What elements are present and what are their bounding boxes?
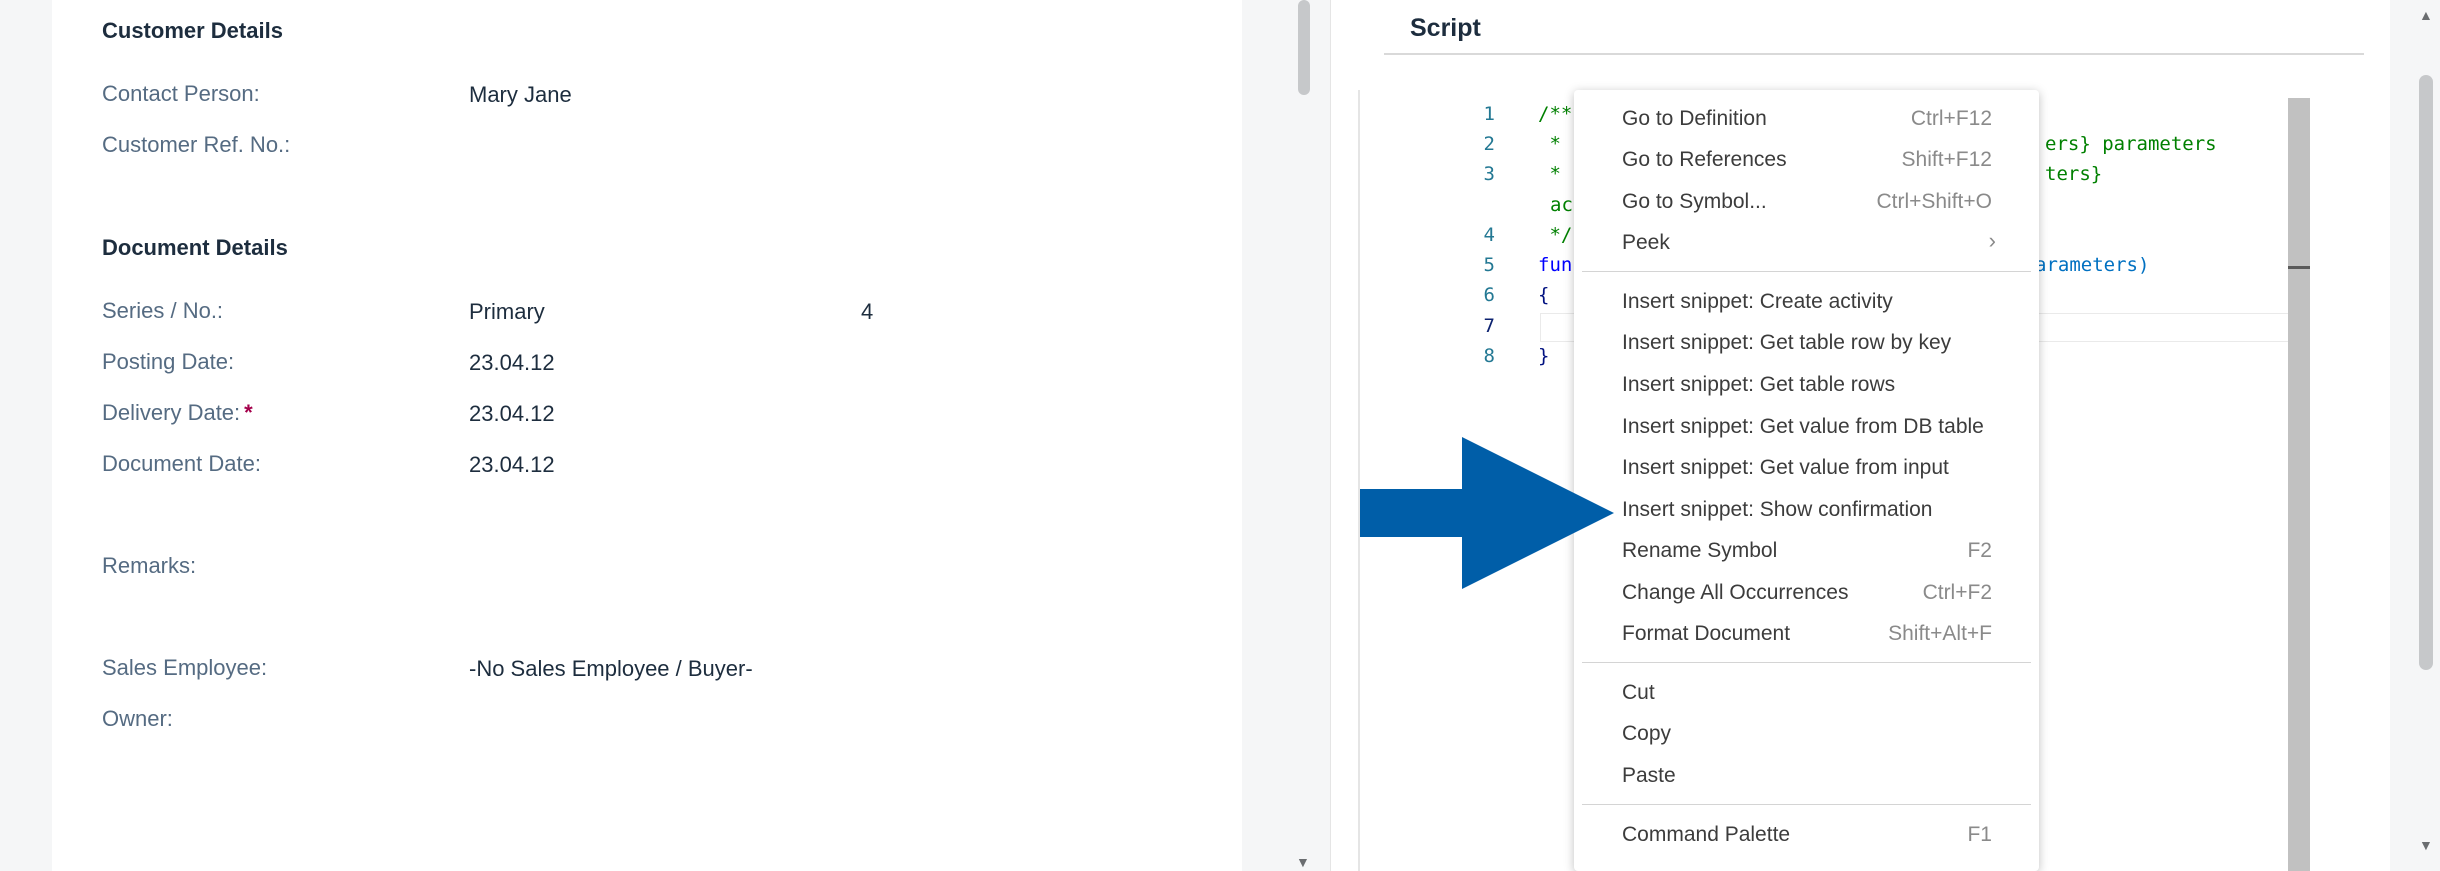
document-date-label: Document Date: xyxy=(102,451,261,476)
menu-item-label: Format Document xyxy=(1622,622,1791,645)
menu-item-snippet-show-confirmation[interactable]: Insert snippet: Show confirmation xyxy=(1622,491,1992,529)
script-title-divider xyxy=(1384,53,2364,55)
menu-item-snippet-get-value-from-input[interactable]: Insert snippet: Get value from input xyxy=(1622,449,1992,487)
menu-item-label: Cut xyxy=(1622,681,1655,704)
script-title: Script xyxy=(1410,14,1481,42)
code-line-3-start[interactable]: * xyxy=(1538,163,1561,185)
document-details-title: Document Details xyxy=(102,235,288,260)
menu-separator xyxy=(1582,804,2031,805)
menu-item-label: Peek xyxy=(1622,231,1670,254)
code-line-2-end[interactable]: ers} parameters xyxy=(2045,133,2217,155)
code-line-5-end[interactable]: arameters) xyxy=(2035,254,2150,276)
document-number-field[interactable]: 4 xyxy=(861,299,874,324)
delivery-date-field[interactable]: 23.04.12 xyxy=(469,401,555,426)
document-date-field[interactable]: 23.04.12 xyxy=(469,452,555,477)
line-number: 6 xyxy=(1483,284,1495,306)
scroll-up-icon[interactable]: ▲ xyxy=(2419,7,2433,23)
menu-item-shortcut: F2 xyxy=(1967,539,1992,562)
contact-person-label: Contact Person: xyxy=(102,81,260,106)
menu-item-label: Paste xyxy=(1622,764,1676,787)
form-scrollbar-thumb[interactable] xyxy=(1298,0,1310,95)
code-line-4[interactable]: */ xyxy=(1538,224,1573,246)
posting-date-label: Posting Date: xyxy=(102,349,235,374)
form-panel: Customer Details Contact Person: Mary Ja… xyxy=(52,0,1242,871)
menu-item-snippet-get-table-row-by-key[interactable]: Insert snippet: Get table row by key xyxy=(1622,324,1992,362)
owner-label: Owner: xyxy=(102,706,173,731)
series-label: Series / No.: xyxy=(102,298,224,323)
menu-item-shortcut: F1 xyxy=(1967,823,1992,846)
code-line-6[interactable]: { xyxy=(1538,284,1550,306)
menu-item-go-to-references[interactable]: Go to References Shift+F12 xyxy=(1622,141,1992,179)
menu-item-shortcut: Shift+F12 xyxy=(1901,148,1992,171)
code-line-3-end[interactable]: ters} xyxy=(2045,163,2103,185)
menu-item-paste[interactable]: Paste xyxy=(1622,757,1992,795)
menu-item-label: Insert snippet: Get table row by key xyxy=(1622,331,1952,354)
posting-date-field[interactable]: 23.04.12 xyxy=(469,350,555,375)
menu-item-snippet-get-table-rows[interactable]: Insert snippet: Get table rows xyxy=(1622,366,1992,404)
arrow-right-icon xyxy=(1360,437,1614,589)
menu-item-copy[interactable]: Copy xyxy=(1622,715,1992,753)
delivery-date-label: Delivery Date:* xyxy=(102,400,253,426)
code-line-2-start[interactable]: * xyxy=(1538,133,1561,155)
menu-item-label: Command Palette xyxy=(1622,823,1791,846)
menu-item-label: Rename Symbol xyxy=(1622,539,1778,562)
menu-item-label: Go to References xyxy=(1622,148,1787,171)
menu-item-label: Insert snippet: Get table rows xyxy=(1622,373,1896,396)
page-scrollbar-thumb[interactable] xyxy=(2419,75,2433,670)
sales-employee-field[interactable]: -No Sales Employee / Buyer- xyxy=(469,656,753,681)
customer-ref-label: Customer Ref. No.: xyxy=(102,132,291,157)
series-field[interactable]: Primary xyxy=(469,299,545,324)
code-line-1[interactable]: /** xyxy=(1538,103,1573,125)
menu-item-shortcut: Ctrl+F2 xyxy=(1922,581,1992,604)
line-number: 1 xyxy=(1483,103,1495,125)
editor-scrollbar-marker xyxy=(2288,266,2310,269)
arrow-shape xyxy=(1360,437,1614,589)
menu-item-label: Go to Symbol... xyxy=(1622,190,1767,213)
context-menu xyxy=(1574,90,2039,871)
customer-details-title: Customer Details xyxy=(102,18,283,43)
menu-item-rename-symbol[interactable]: Rename Symbol F2 xyxy=(1622,532,1992,570)
sales-employee-label: Sales Employee: xyxy=(102,655,268,680)
menu-item-cut[interactable]: Cut xyxy=(1622,674,1992,712)
editor-scrollbar[interactable] xyxy=(2288,98,2310,871)
menu-separator xyxy=(1582,271,2031,272)
menu-separator xyxy=(1582,662,2031,663)
form-scrollbar[interactable] xyxy=(1294,0,1314,871)
menu-item-label: Insert snippet: Create activity xyxy=(1622,290,1893,313)
menu-item-label: Insert snippet: Get value from input xyxy=(1622,456,1949,479)
menu-item-format-document[interactable]: Format Document Shift+Alt+F xyxy=(1622,615,1992,653)
menu-item-go-to-definition[interactable]: Go to Definition Ctrl+F12 xyxy=(1622,100,1992,138)
line-number: 4 xyxy=(1483,224,1495,246)
menu-item-label: Go to Definition xyxy=(1622,107,1767,130)
line-number: 2 xyxy=(1483,133,1495,155)
menu-item-snippet-get-value-from-db-table[interactable]: Insert snippet: Get value from DB table xyxy=(1622,408,1992,446)
menu-item-shortcut: Ctrl+Shift+O xyxy=(1876,190,1992,213)
menu-item-label: Insert snippet: Show confirmation xyxy=(1622,498,1933,521)
menu-item-go-to-symbol[interactable]: Go to Symbol... Ctrl+Shift+O xyxy=(1622,183,1992,221)
required-marker: * xyxy=(244,400,253,425)
menu-item-label: Copy xyxy=(1622,722,1672,745)
line-number: 3 xyxy=(1483,163,1495,185)
menu-item-shortcut: Shift+Alt+F xyxy=(1888,622,1992,645)
code-line-8[interactable]: } xyxy=(1538,345,1550,367)
chevron-right-icon: › xyxy=(1988,228,1996,253)
remarks-label: Remarks: xyxy=(102,553,197,578)
menu-item-peek[interactable]: Peek › xyxy=(1622,224,1996,262)
line-number: 5 xyxy=(1483,254,1495,276)
menu-item-label: Change All Occurrences xyxy=(1622,581,1849,604)
menu-item-snippet-create-activity[interactable]: Insert snippet: Create activity xyxy=(1622,283,1992,321)
menu-item-shortcut: Ctrl+F12 xyxy=(1910,107,1992,130)
menu-item-label: Insert snippet: Get value from DB table xyxy=(1622,415,1984,438)
scroll-down-icon[interactable]: ▼ xyxy=(1296,854,1310,870)
scroll-down-icon[interactable]: ▼ xyxy=(2419,837,2433,853)
menu-item-change-all-occurrences[interactable]: Change All Occurrences Ctrl+F2 xyxy=(1622,574,1992,612)
code-line-5-start[interactable]: fun xyxy=(1538,254,1573,276)
code-line-3-wrap[interactable]: ac xyxy=(1550,194,1573,216)
line-number: 8 xyxy=(1483,345,1495,367)
delivery-date-label-text: Delivery Date: xyxy=(102,400,241,425)
contact-person-field[interactable]: Mary Jane xyxy=(469,82,572,107)
line-number-active: 7 xyxy=(1483,315,1495,337)
menu-item-command-palette[interactable]: Command Palette F1 xyxy=(1622,816,1992,854)
